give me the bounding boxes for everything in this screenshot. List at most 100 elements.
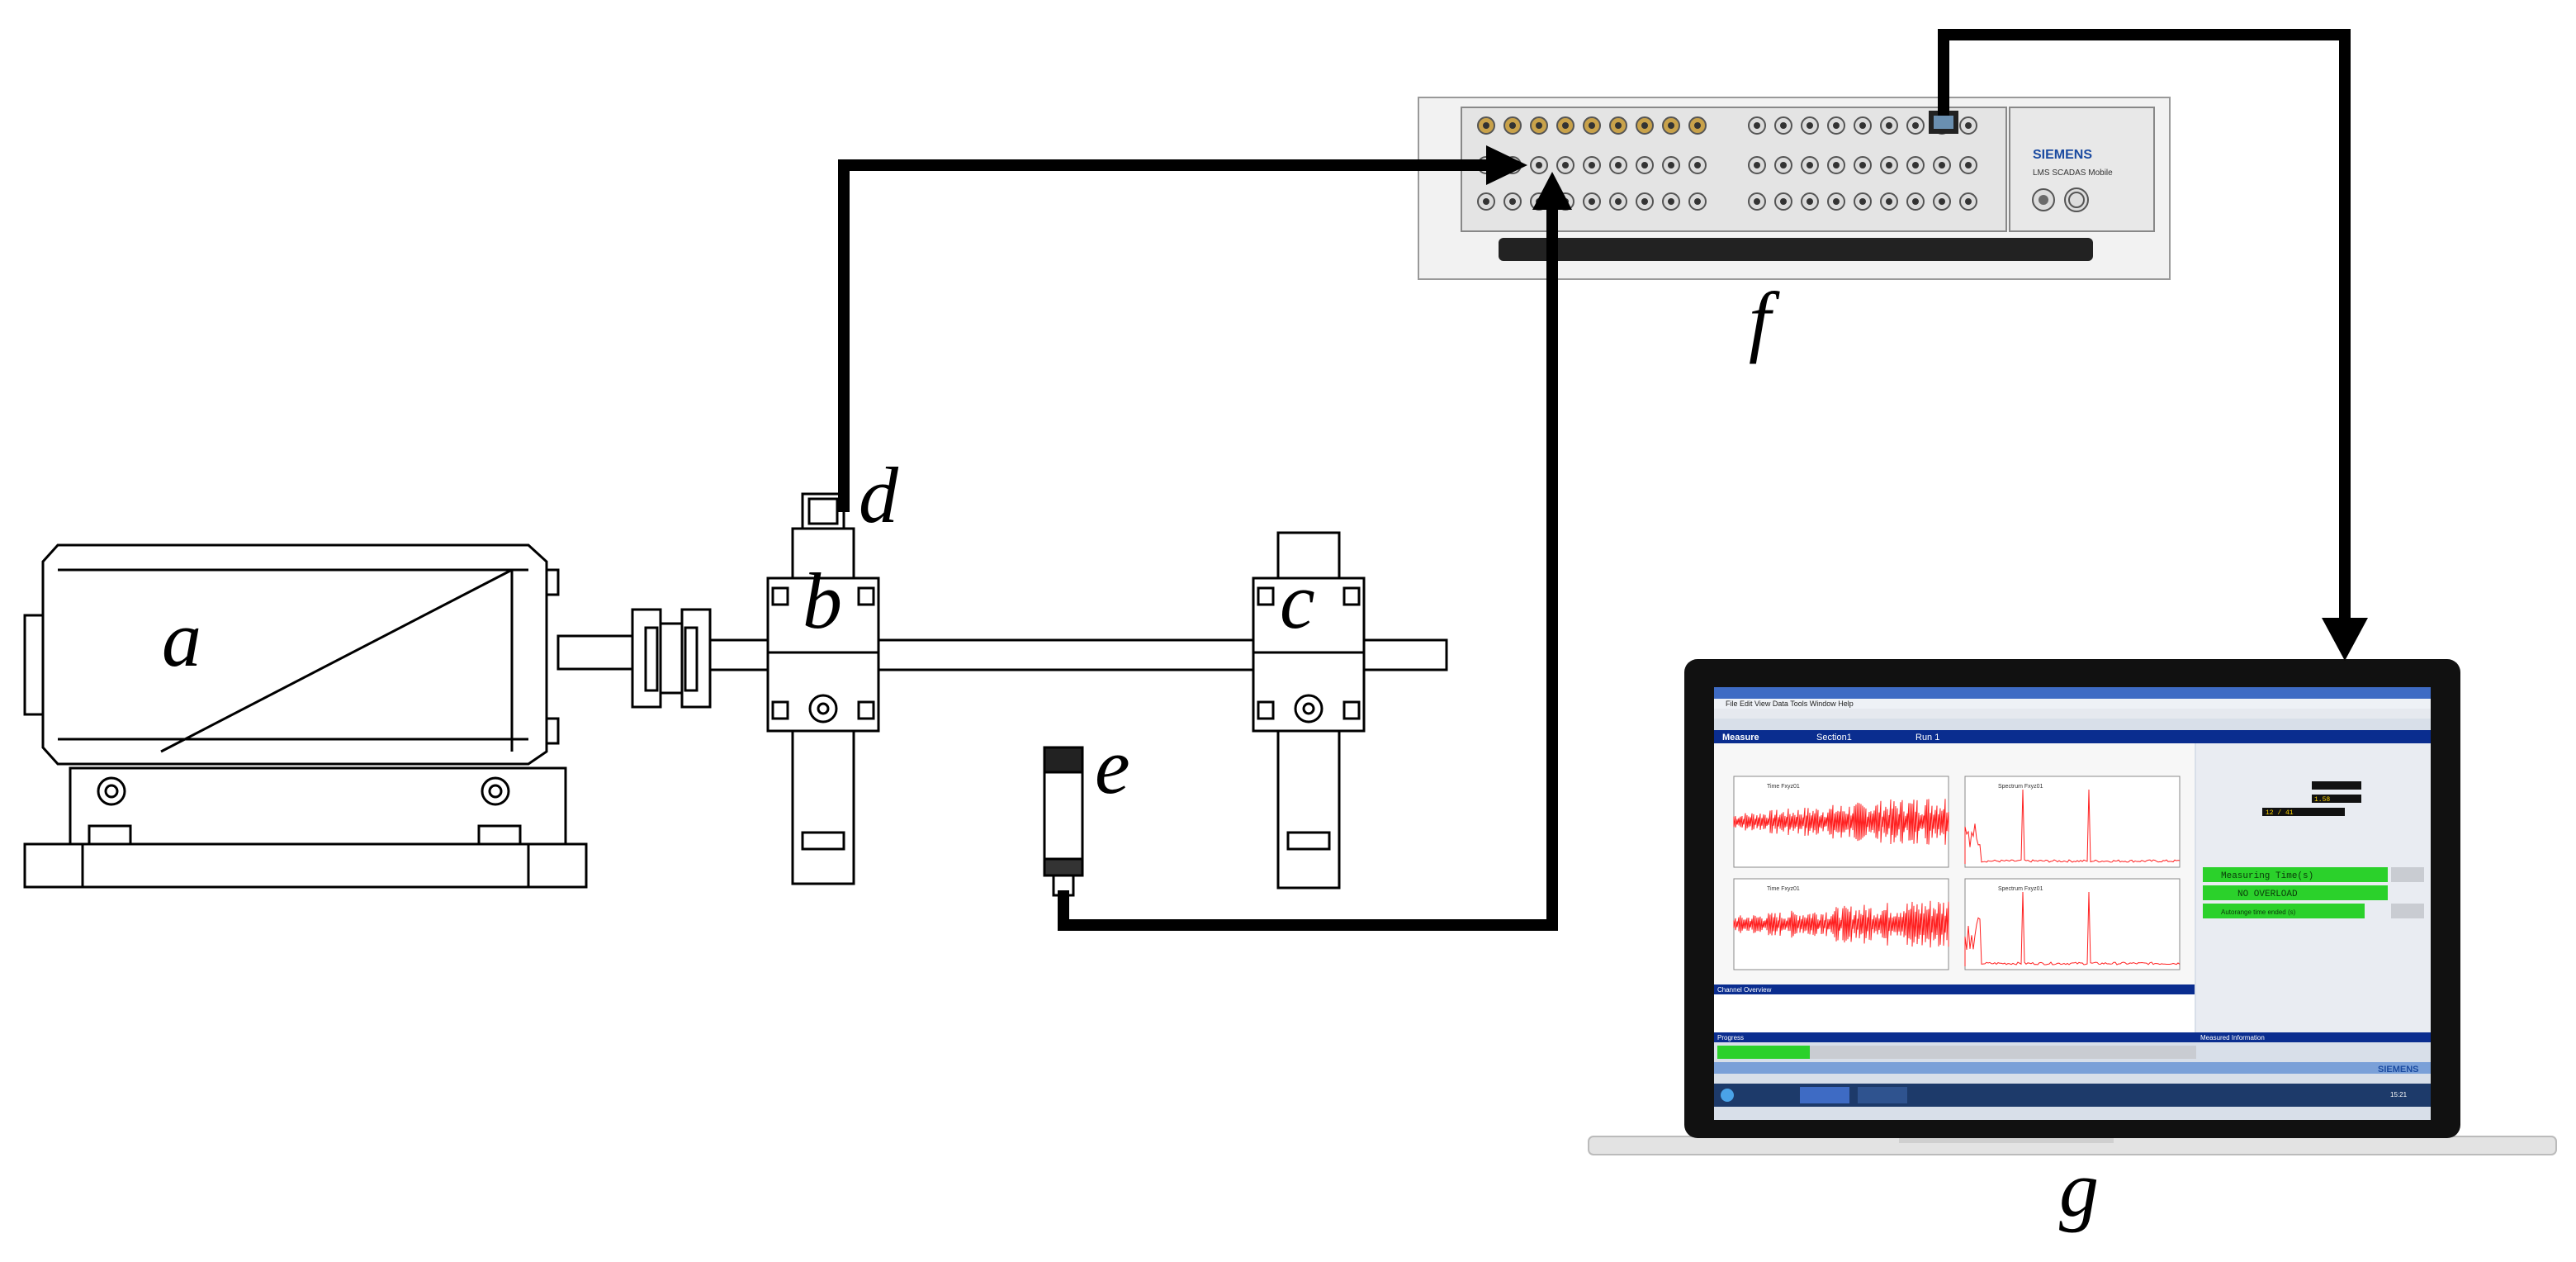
screen-taskbar-clock: 15:21 — [2390, 1091, 2408, 1098]
daq-connector-pin — [1939, 198, 1945, 205]
screen-status-measuring: Measuring Time(s) — [2221, 871, 2313, 881]
daq-connector-pin — [1694, 162, 1701, 168]
daq-connector-pin — [1589, 162, 1595, 168]
label-d: d — [859, 451, 898, 539]
daq-connector-pin — [1754, 198, 1760, 205]
arrow-e-to-f — [1532, 172, 1572, 210]
sensor-d — [801, 492, 845, 530]
daq-connector-pin — [1807, 198, 1813, 205]
plot-label: Time Fxyz01 — [1767, 886, 1800, 892]
laptop-g: File Edit View Data Tools Window Help Me… — [1588, 659, 2557, 1155]
daq-connector-pin — [1694, 198, 1701, 205]
plot-signal — [1733, 900, 1949, 948]
daq-connector-pin — [1483, 122, 1489, 129]
plot-signal — [1964, 789, 2181, 864]
daq-connector-pin — [1509, 198, 1516, 205]
daq-connector-pin — [1641, 122, 1648, 129]
daq-connector-pin — [1562, 162, 1569, 168]
screen-header-section: Section1 — [1816, 733, 1852, 742]
daq-connector-pin — [1536, 122, 1542, 129]
daq-connector-pin — [1780, 162, 1787, 168]
label-e: e — [1095, 722, 1130, 810]
plot-signal — [1733, 799, 1949, 845]
daq-connector-pin — [1939, 162, 1945, 168]
daq-connector-pin — [1668, 162, 1674, 168]
daq-connector-pin — [1536, 162, 1542, 168]
plot-label: Spectrum Fxyz01 — [1998, 784, 2043, 790]
connections — [838, 29, 2351, 931]
label-f: f — [1749, 276, 1771, 364]
daq-connector-pin — [1780, 198, 1787, 205]
daq-connector-pin — [1641, 162, 1648, 168]
daq-connector-pin — [1859, 198, 1866, 205]
daq-connector-pin — [1615, 122, 1622, 129]
screen-header-run: Run 1 — [1915, 733, 1939, 742]
daq-connector-pin — [1509, 122, 1516, 129]
daq-connector-pin — [1615, 198, 1622, 205]
screen-status-autorange: Autorange time ended (s) — [2221, 909, 2296, 916]
motor-a — [23, 543, 634, 889]
daq-connector-pin — [1833, 162, 1840, 168]
daq-f: SIEMENS LMS SCADAS Mobile — [1418, 97, 2171, 280]
screen-footer-brand: SIEMENS — [2378, 1065, 2419, 1075]
daq-connector-pin — [1859, 162, 1866, 168]
cable-e-to-f — [1058, 192, 1558, 931]
sensor-e — [1043, 746, 1084, 897]
daq-connector-pin — [1886, 122, 1892, 129]
daq-connector-pin — [1562, 122, 1569, 129]
daq-connector-pin — [1965, 198, 1972, 205]
daq-connector-pin — [1483, 198, 1489, 205]
daq-connector-pin — [1833, 198, 1840, 205]
daq-connector-pin — [1668, 122, 1674, 129]
daq-connector-pin — [1589, 198, 1595, 205]
screen-panel-progress: Progress — [1717, 1034, 1744, 1041]
laptop-screen: File Edit View Data Tools Window Help Me… — [1714, 687, 2431, 1120]
daq-connector-pin — [1965, 122, 1972, 129]
screen-status-overload: NO OVERLOAD — [2237, 890, 2298, 899]
arrow-d-to-f — [1486, 145, 1527, 185]
daq-connector-pin — [1754, 122, 1760, 129]
screen-panel-channel: Channel Overview — [1717, 986, 1772, 994]
coupling — [631, 608, 712, 709]
cable-d-to-f — [838, 159, 1501, 512]
cable-f-to-g — [1938, 29, 2351, 619]
daq-connector-pin — [1780, 122, 1787, 129]
daq-connector-pin — [1641, 198, 1648, 205]
arrow-f-to-g — [2322, 618, 2368, 661]
screen-acq-done: 12 / 41 — [2266, 809, 2294, 817]
label-g: g — [2059, 1145, 2099, 1233]
bearing-b — [766, 527, 880, 885]
daq-connector-pin — [1668, 198, 1674, 205]
daq-connector-pin — [1965, 162, 1972, 168]
daq-model: LMS SCADAS Mobile — [2033, 168, 2113, 178]
daq-connector-pin — [1807, 162, 1813, 168]
daq-connector-pin — [1912, 162, 1919, 168]
daq-connector-pin — [1589, 122, 1595, 129]
daq-connector-pin — [1886, 198, 1892, 205]
label-b: b — [803, 557, 842, 645]
bearing-c — [1252, 531, 1366, 890]
arrowheads — [1486, 145, 2368, 661]
screen-time-elapsed: 1.58 — [2314, 796, 2330, 804]
plot-frame — [1964, 878, 2181, 970]
label-c: c — [1280, 557, 1315, 645]
plot-label: Spectrum Fxyz01 — [1998, 886, 2043, 892]
screen-header-measure: Measure — [1722, 733, 1759, 742]
daq-brand: SIEMENS — [2033, 148, 2092, 162]
screen-menu: File Edit View Data Tools Window Help — [1726, 700, 1854, 708]
daq-connector-pin — [1912, 122, 1919, 129]
daq-connector-pin — [1807, 122, 1813, 129]
label-a: a — [162, 595, 201, 683]
daq-connector-pin — [1886, 162, 1892, 168]
plot-frame — [1964, 776, 2181, 868]
daq-connector-pin — [1859, 122, 1866, 129]
screen-panel-info: Measured Information — [2200, 1034, 2265, 1041]
daq-connector-pin — [1754, 162, 1760, 168]
plot-signal — [1964, 891, 2181, 966]
plot-label: Time Fxyz01 — [1767, 784, 1800, 790]
daq-connector-pin — [1694, 122, 1701, 129]
daq-connector-pin — [1833, 122, 1840, 129]
